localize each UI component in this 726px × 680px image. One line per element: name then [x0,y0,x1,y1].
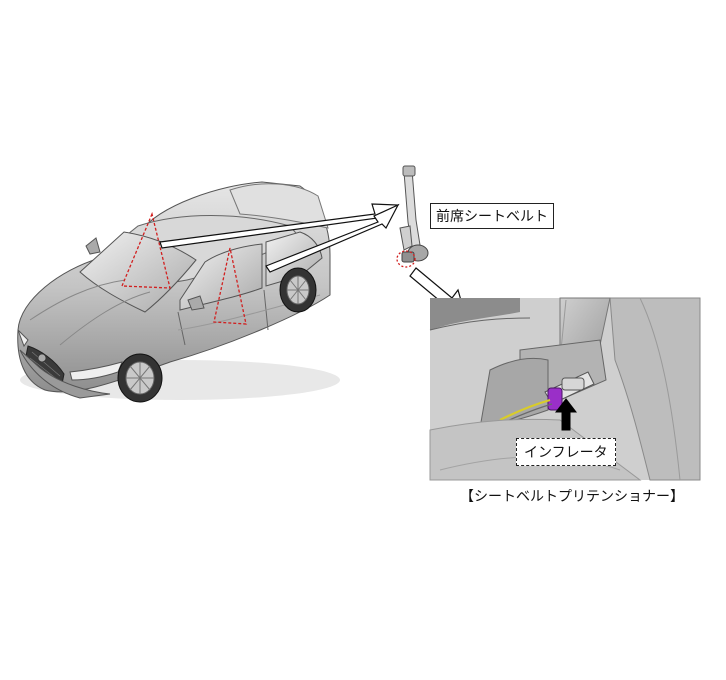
seatbelt-marker-left [121,211,171,289]
inflator-label: インフレータ [516,438,616,466]
seatbelt-marker-right [213,247,247,325]
pretensioner-marker [396,250,416,268]
callout-arrows [159,203,400,273]
front-seatbelt-label: 前席シートベルト [430,203,554,229]
inflator-pointer-arrow [554,398,578,431]
front-wheel [117,353,163,403]
rear-wheel [279,267,317,313]
figure-caption: 【シートベルトプリテンショナー】 [460,489,684,505]
arrow-right-pillar [265,203,400,273]
seatbelt-assembly [396,165,429,268]
car-illustration [17,181,340,403]
